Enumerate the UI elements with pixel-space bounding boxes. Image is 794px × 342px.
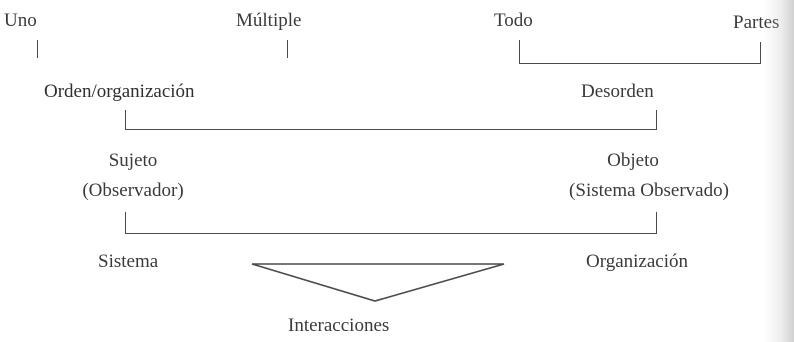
bracket-sujeto-objeto-right-tick <box>656 212 657 234</box>
label-sistema-observado: (Sistema Observado) <box>569 180 729 201</box>
label-desorden: Desorden <box>581 81 654 102</box>
bracket-sujeto-objeto-bar <box>125 233 657 234</box>
label-sistema: Sistema <box>98 251 159 272</box>
interacciones-triangle <box>251 263 505 302</box>
label-orden-organizacion: Orden/organización <box>44 81 195 102</box>
label-todo: Todo <box>494 10 533 31</box>
bracket-todo-partes-bar <box>519 63 761 64</box>
label-multiple: Múltiple <box>236 10 302 31</box>
label-uno: Uno <box>4 10 37 31</box>
bracket-orden-desorden-left-tick <box>125 110 126 130</box>
label-sujeto: Sujeto <box>108 150 158 171</box>
bracket-orden-desorden-right-tick <box>656 110 657 130</box>
bracket-sujeto-objeto-left-tick <box>125 212 126 234</box>
bracket-todo-partes-left-tick <box>519 40 520 64</box>
label-objeto: Objeto <box>607 150 659 171</box>
bracket-uno-multiple-right-tick <box>287 40 288 58</box>
triangle-shape <box>251 263 505 302</box>
bracket-uno-multiple-left-tick <box>37 40 38 58</box>
bracket-todo-partes-right-tick <box>760 42 761 64</box>
label-organizacion: Organización <box>586 251 688 272</box>
bracket-orden-desorden-bar <box>125 129 657 130</box>
label-interacciones: Interacciones <box>288 315 390 336</box>
label-observador: (Observador) <box>82 180 184 201</box>
page-edge-shadow <box>764 0 794 342</box>
